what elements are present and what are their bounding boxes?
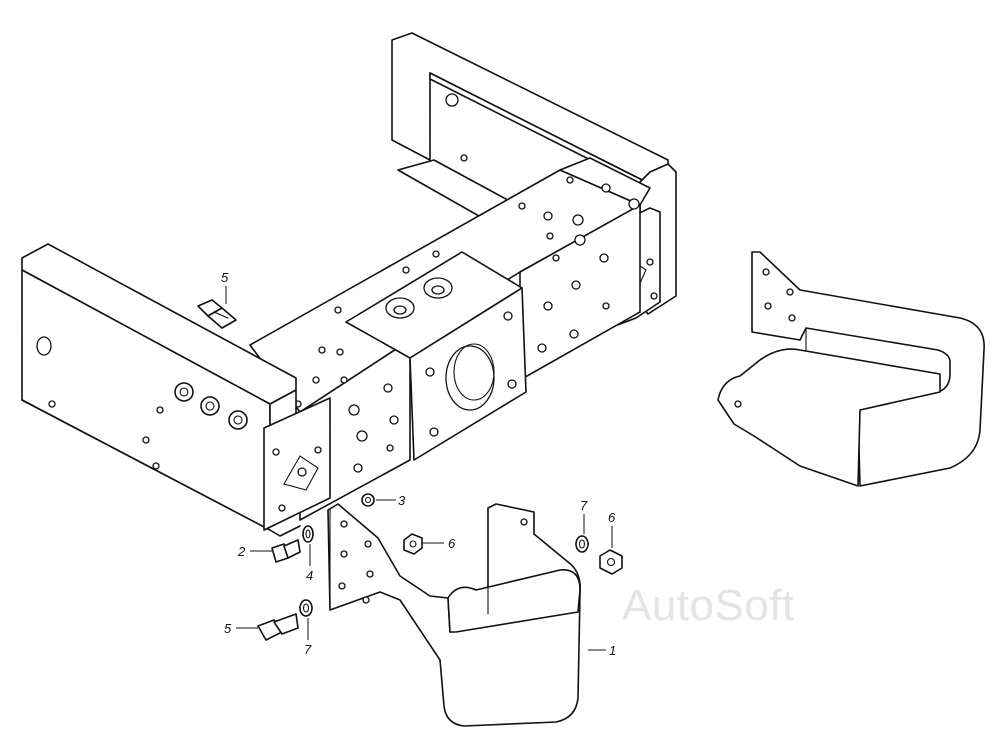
callout-5-bottom: 5 (224, 621, 232, 636)
rail-nuts (174, 382, 248, 430)
watermark: AutoSoft (622, 581, 795, 630)
callout-3: 3 (398, 493, 406, 508)
callout-6-mid: 6 (448, 536, 456, 551)
callout-5-top: 5 (221, 270, 229, 285)
leader-lines (225, 286, 613, 651)
bracket-right-view (717, 251, 985, 487)
callout-4: 4 (306, 568, 313, 583)
callout-7-right: 7 (580, 498, 588, 513)
tube-top-holes (294, 176, 640, 408)
callout-6-right: 6 (608, 510, 616, 525)
bracket-part-1 (327, 503, 582, 727)
fasteners (257, 493, 623, 641)
callout-2: 2 (237, 544, 246, 559)
callout-7-bottom: 7 (304, 642, 312, 657)
crossmember-frame (21, 32, 677, 537)
callout-1: 1 (609, 643, 616, 658)
bolt-top (197, 299, 237, 329)
